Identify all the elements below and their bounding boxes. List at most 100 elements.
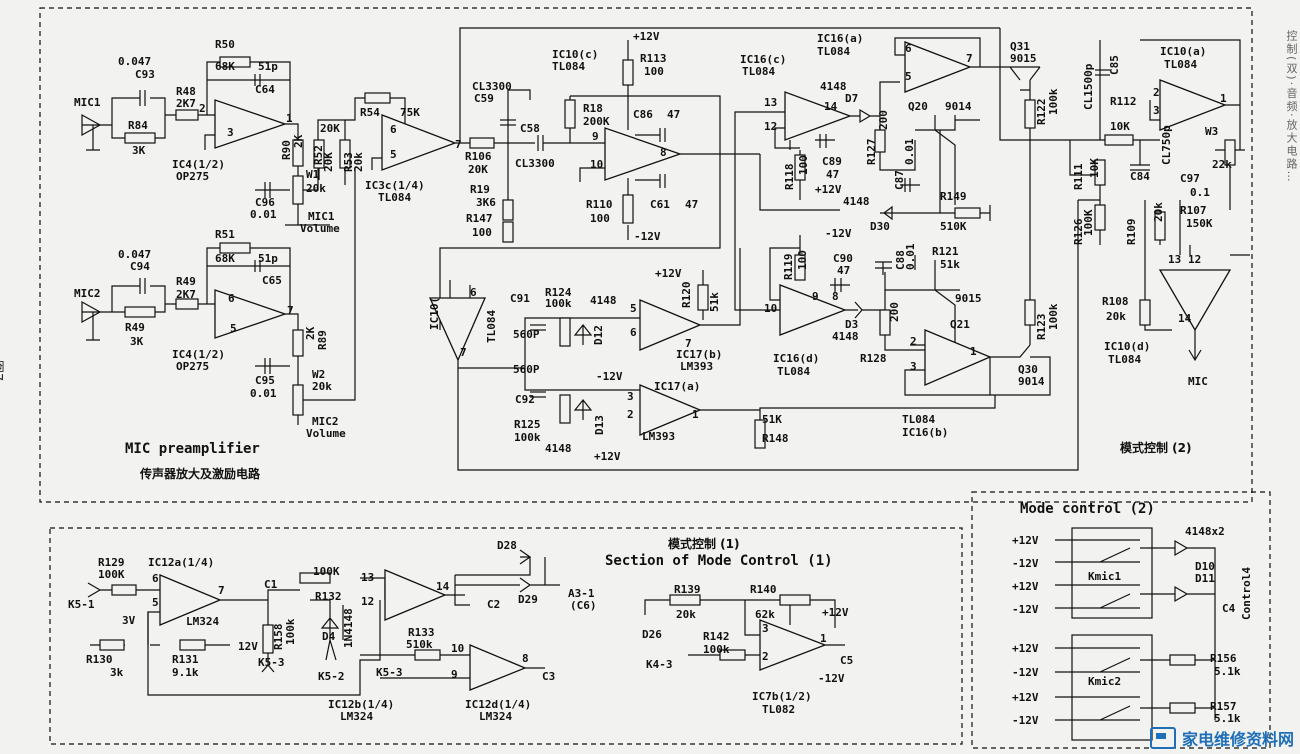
label-r18v: 200K [583,115,610,128]
label-r107v: 150K [1186,217,1213,230]
ic10c-opamp [604,127,682,181]
label-ic12a: IC12a(1/4) [148,556,214,569]
label-r149v: 510K [940,220,967,233]
label-c93: C93 [135,68,155,81]
label-c87v: 0.01 [903,138,916,165]
label-k43: K4-3 [646,658,673,671]
label-c91: C91 [510,292,530,305]
label-op275b: OP275 [176,360,209,373]
label-r149: R149 [940,190,967,203]
label-ctl4: Control4 [1240,567,1253,620]
label-lm324c: LM324 [479,710,512,723]
label-pin6c: 6 [905,42,912,55]
ic10b-ic17-stage [428,200,1079,471]
ic12b-opamp [384,569,447,621]
label-r132: R132 [315,590,342,603]
label-mc6: -12V [1012,666,1039,679]
label-c84: C84 [1130,170,1150,183]
label-mic2: MIC2 [74,287,101,300]
label-c89: C89 [822,155,842,168]
label-p12b: +12V [815,183,842,196]
label-pin6a: 6 [390,123,397,136]
label-pin2d: 2 [762,650,769,663]
label-d7: D7 [845,92,858,105]
mode2-circuit [1055,527,1216,741]
label-lm324a: LM324 [186,615,219,628]
label-pin1a: 1 [286,112,293,125]
label-pin10: 10 [590,158,603,171]
label-pin12: 12 [764,120,777,133]
label-ic16d: IC16(d) [773,352,819,365]
label-ic10d2: IC10( [428,297,441,330]
label-pin10b: 10 [764,302,777,315]
label-p12c: +12V [655,267,682,280]
mic-preamp-title: MIC preamplifier [125,441,260,457]
label-p12f: +12V [822,606,849,619]
label-r53v: 20k [352,152,365,172]
ic3c-stage [345,27,1000,330]
label-r49bv: 3K [130,335,144,348]
label-pin9c: 9 [451,668,458,681]
ic16c-stage [774,37,1041,260]
label-pin2b: 2 [910,335,917,348]
label-lm324b: LM324 [340,710,373,723]
label-pin9b: 9 [812,290,819,303]
label-c5: C5 [840,654,853,667]
label-pin2e: 2 [627,408,634,421]
label-d13v: 4148 [545,442,572,455]
label-q21: Q21 [950,318,970,331]
label-r122: R122 [1035,99,1048,126]
label-pin8: 8 [660,146,667,159]
label-w1: W1 [306,168,320,181]
label-w2: W2 [312,368,325,381]
label-r48v: 2K7 [176,97,196,110]
label-r120: R120 [680,282,693,309]
label-r122v: 100k [1047,88,1060,115]
label-m12c: -12V [825,227,852,240]
label-tl082: TL082 [762,703,795,716]
label-micout: MIC [1188,375,1208,388]
label-mc2: -12V [1012,557,1039,570]
ic7b-circuit [644,594,845,671]
label-d12: D12 [592,325,605,345]
label-r121: R121 [932,245,959,258]
label-k53a: K5-3 [258,656,285,669]
label-c96: C96 [255,196,275,209]
label-r157: R157 [1210,700,1237,713]
label-r128: R128 [860,352,887,365]
label-pin3b: 3 [910,360,917,373]
label-c2: C2 [487,598,500,611]
label-pin1d: 1 [820,632,827,645]
watermark-text: 家电维修资料网 [1181,730,1294,749]
label-pin7b: 7 [287,304,294,317]
label-m12d: -12V [818,672,845,685]
label-c95: C95 [255,374,275,387]
label-ic12b: IC12b(1/4) [328,698,394,711]
label-r112: R112 [1110,95,1137,108]
ic16a-opamp [904,41,972,93]
right-margin-text: 控制(双)·音频·放大电路… [1285,30,1298,184]
label-pin7e: 7 [460,346,467,359]
label-d7v: 4148 [820,80,847,93]
mode1-cn-title: 模式控制 (1) [668,536,740,551]
label-tl084d: TL084 [817,45,850,58]
label-kmic2: Kmic2 [1088,675,1121,688]
label-vol2: Volume [306,427,346,440]
label-r54v: 75K [400,106,420,119]
label-c88v: 0.01 [904,243,917,270]
label-r50v: 68K [215,60,235,73]
label-ic4b: IC4(1/2) [172,348,225,361]
label-r19: R19 [470,183,490,196]
label-r123: R123 [1035,314,1048,341]
label-r48: R48 [176,85,196,98]
label-pin7f: 7 [218,584,225,597]
ic7b-opamp [759,619,827,671]
label-pin1e: 1 [692,408,699,421]
label-c61v: 47 [685,198,698,211]
label-pin5a: 5 [390,148,397,161]
label-r130: R130 [86,653,113,666]
label-c1: C1 [264,578,278,591]
label-c61: C61 [650,198,670,211]
label-pin12b: 12 [361,595,374,608]
label-r147: R147 [466,212,493,225]
